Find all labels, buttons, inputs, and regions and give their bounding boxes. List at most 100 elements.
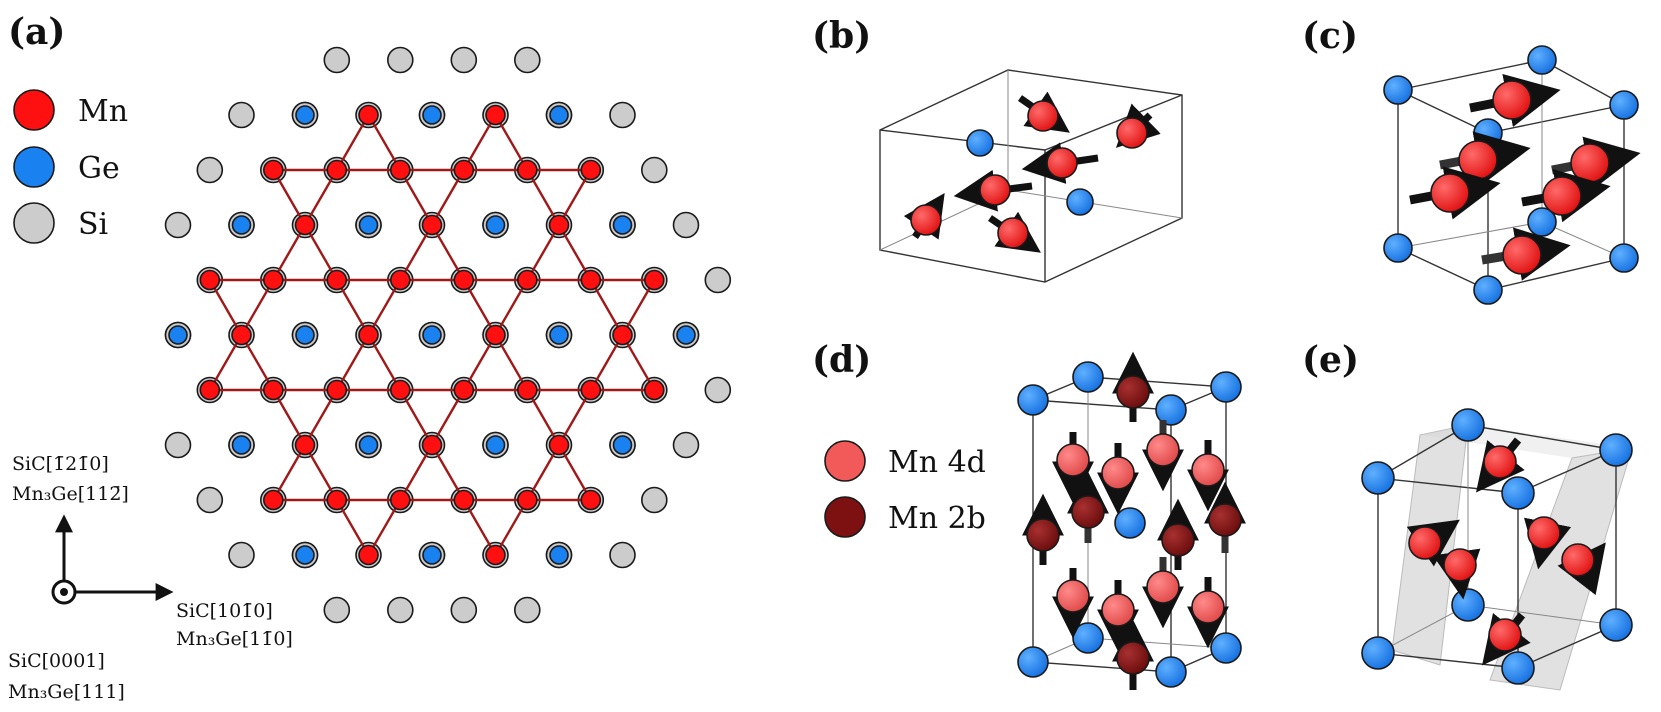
kagome-bond bbox=[303, 389, 338, 446]
ge-atom bbox=[549, 325, 569, 345]
legend-mn-label: Mn bbox=[78, 94, 128, 129]
legend-d: Mn 4d Mn 2b bbox=[824, 440, 986, 538]
kagome-bond bbox=[557, 444, 592, 501]
legend-mn2b-label: Mn 2b bbox=[888, 501, 986, 536]
kagome-bond bbox=[430, 444, 465, 501]
mn-atom bbox=[326, 379, 348, 401]
mn-atom bbox=[262, 269, 284, 291]
mn-4d-atom bbox=[1101, 456, 1135, 490]
kagome-bond bbox=[272, 224, 307, 281]
kagome-bond bbox=[526, 169, 561, 226]
mn-4d-atom bbox=[1146, 570, 1180, 604]
kagome-bond bbox=[303, 444, 338, 501]
si-atom bbox=[672, 211, 700, 239]
kagome-bond bbox=[462, 334, 497, 391]
kagome-bond bbox=[272, 169, 307, 226]
si-atom bbox=[640, 486, 668, 514]
ge-atom bbox=[966, 129, 994, 157]
ge-atom bbox=[1451, 588, 1485, 622]
mn-atom bbox=[294, 434, 316, 456]
si-atom bbox=[450, 46, 478, 74]
ge-atom bbox=[549, 105, 569, 125]
mn-atom bbox=[453, 269, 475, 291]
panel-c-structure bbox=[1383, 45, 1641, 305]
ge-atom bbox=[1501, 651, 1535, 685]
ge-atom bbox=[1017, 646, 1049, 678]
kagome-bond bbox=[208, 279, 243, 336]
mn-atom bbox=[643, 269, 665, 291]
kagome-bond bbox=[462, 114, 497, 171]
ge-atom bbox=[1210, 371, 1242, 403]
ge-atom bbox=[1017, 384, 1049, 416]
mn-2b-atom bbox=[1208, 503, 1242, 537]
mn-atom bbox=[1542, 176, 1582, 216]
kagome-bond bbox=[462, 499, 497, 556]
mn-atom bbox=[326, 489, 348, 511]
panel-label-d: (d) bbox=[812, 339, 871, 381]
mn-atom bbox=[580, 159, 602, 181]
kagome-bond bbox=[589, 334, 624, 391]
kagome-bond bbox=[557, 224, 592, 281]
mn-atom bbox=[485, 544, 506, 566]
mn-4d-atom bbox=[1056, 443, 1090, 477]
mn-atom bbox=[231, 324, 252, 346]
ge-atom bbox=[295, 325, 315, 345]
mn-atom bbox=[580, 269, 602, 291]
si-atom bbox=[609, 101, 636, 129]
legend-mn4d-label: Mn 4d bbox=[888, 445, 986, 480]
si-atom bbox=[513, 46, 541, 74]
mn-atom bbox=[548, 434, 570, 456]
ge-atom bbox=[1527, 45, 1557, 75]
orientation-axes: SiC[1̄21̄0] Mn₃Ge[112̄] SiC[101̄0] Mn₃Ge… bbox=[8, 453, 293, 703]
ge-atom bbox=[422, 105, 442, 125]
axis-out-label-1: SiC[0001] bbox=[8, 650, 105, 672]
legend-ge-label: Ge bbox=[78, 151, 120, 186]
mn-atom bbox=[485, 104, 506, 126]
kagome-bond bbox=[557, 169, 592, 226]
ge-atom bbox=[1155, 394, 1187, 426]
kagome-bond bbox=[208, 334, 243, 391]
ge-atom bbox=[1383, 75, 1413, 105]
ge-atom bbox=[1361, 461, 1395, 495]
axis-right-label-2: Mn₃Ge[11̄0] bbox=[176, 628, 293, 650]
mn-atom bbox=[1443, 548, 1477, 582]
mn-atom bbox=[453, 379, 475, 401]
ge-atom bbox=[295, 105, 315, 125]
ge-atom bbox=[1473, 275, 1503, 305]
mn-atom bbox=[453, 159, 475, 181]
kagome-bond bbox=[335, 499, 370, 556]
kagome-bond bbox=[303, 169, 338, 226]
panel-label-e: (e) bbox=[1302, 339, 1359, 381]
mn-atom bbox=[580, 379, 602, 401]
mn-atom bbox=[979, 174, 1011, 206]
kagome-bond bbox=[335, 114, 370, 171]
mn-atom bbox=[910, 204, 942, 236]
mn-2b-atom bbox=[1161, 523, 1195, 557]
mn-atom bbox=[1483, 445, 1517, 479]
kagome-bond bbox=[494, 334, 529, 391]
mn-atom bbox=[1492, 80, 1532, 120]
si-atom bbox=[196, 156, 224, 184]
ge-atom bbox=[168, 325, 188, 345]
mn-atom bbox=[1488, 618, 1522, 652]
kagome-mn-layer bbox=[199, 104, 665, 566]
si-atom bbox=[704, 266, 732, 294]
ge-atom bbox=[612, 215, 633, 235]
legend-mn2b-swatch bbox=[824, 496, 866, 538]
kagome-bond bbox=[526, 444, 561, 501]
si-atom bbox=[513, 596, 541, 624]
kagome-bond bbox=[272, 389, 307, 446]
mn-atom bbox=[516, 159, 538, 181]
mn-atom bbox=[358, 324, 379, 346]
kagome-bond bbox=[303, 224, 338, 281]
kagome-bond bbox=[430, 224, 465, 281]
mn-atom bbox=[1458, 140, 1498, 180]
kagome-bond bbox=[240, 334, 275, 391]
ge-atom bbox=[422, 325, 442, 345]
mn-atom bbox=[643, 379, 665, 401]
mn-atom bbox=[1116, 117, 1148, 149]
si-atom bbox=[672, 431, 700, 459]
si-atom bbox=[228, 541, 255, 569]
lattice-ge-layer bbox=[164, 101, 700, 569]
